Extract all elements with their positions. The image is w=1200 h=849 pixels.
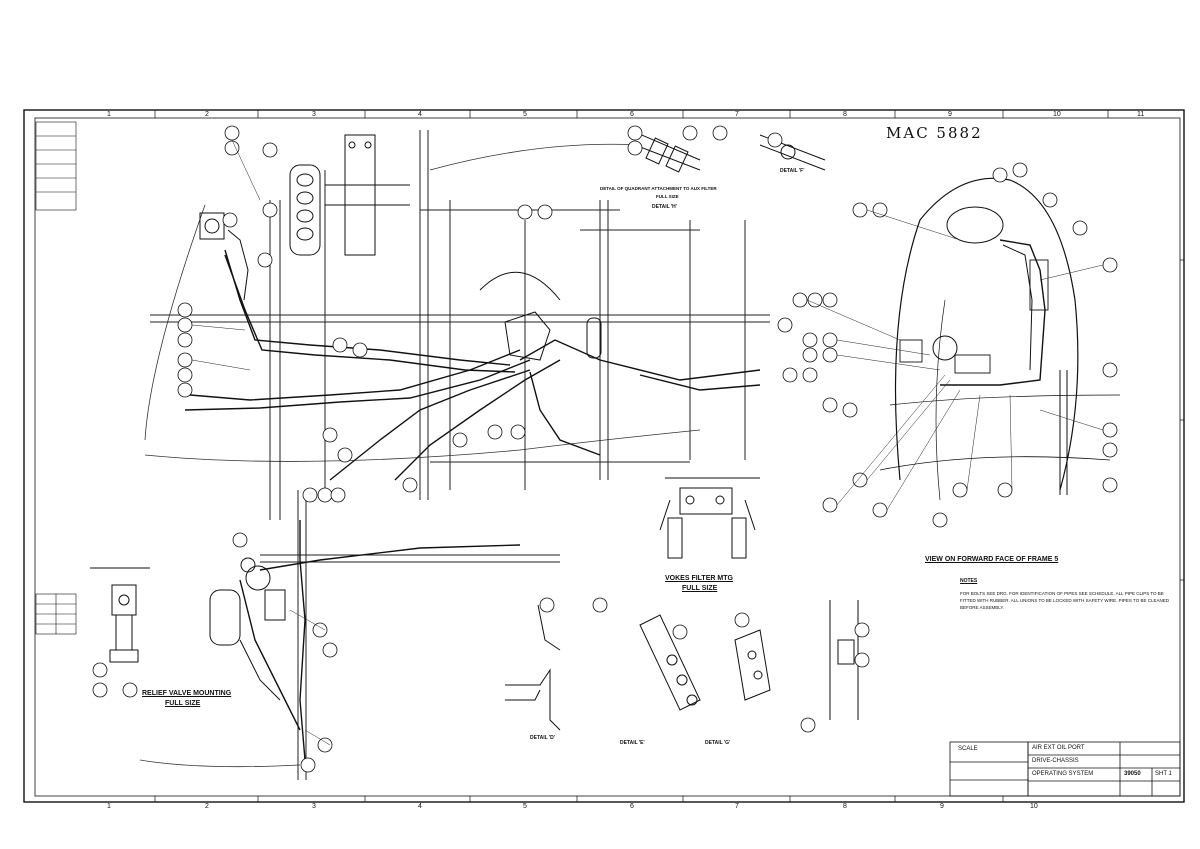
view-size-vokes-filter: FULL SIZE [682,585,718,592]
stringers [150,209,770,563]
detail-label-d: DETAIL 'D' [530,735,555,741]
sheet-abbrev: SHT 1 [1155,771,1172,777]
view-size-relief-valve: FULL SIZE [165,700,201,707]
view-title-forward-face: VIEW ON FORWARD FACE OF FRAME 5 [925,556,1059,563]
grid-col-bottom-4: 4 [418,803,422,810]
title-line-3: OPERATING SYSTEM [1032,771,1094,777]
bracket-details [505,600,859,731]
notes-body: FOR BOLTS SEE DRG. FOR IDENTIFICATION OF… [960,591,1169,610]
fuselage-outline [139,143,701,768]
pump-assembly [199,134,410,301]
gearbox-assembly [209,557,286,701]
detail-label-e: DETAIL 'E' [620,740,645,746]
reference-balloons [92,125,1118,773]
detail-label-h: DETAIL 'H' [652,204,677,210]
grid-col-top-5: 5 [523,111,527,118]
detail-label-g: DETAIL 'G' [705,740,731,746]
grid-col-top-11: 11 [1137,111,1145,118]
relief-valve [90,567,150,663]
title-line-2: DRIVE-CHASSIS [1032,758,1079,764]
scale-label: SCALE [958,746,978,752]
grid-col-bottom-1: 1 [107,803,111,810]
valve-block [479,129,826,361]
grid-col-top-7: 7 [735,111,739,118]
grid-col-bottom-9: 9 [940,803,944,810]
grid-col-top-6: 6 [630,111,634,118]
grid-col-bottom-5: 5 [523,803,527,810]
sheet-border [23,109,1185,803]
grid-col-bottom-6: 6 [630,803,634,810]
notes-heading: NOTES [960,578,978,584]
grid-col-top-10: 10 [1053,111,1061,118]
grid-col-top-3: 3 [312,111,316,118]
grid-col-top-4: 4 [418,111,422,118]
grid-col-bottom-7: 7 [735,803,739,810]
title-line-1: AIR EXT OIL PORT [1032,745,1085,751]
view-title-relief-valve: RELIEF VALVE MOUNTING [142,690,232,697]
grid-col-bottom-3: 3 [312,803,316,810]
title-block-frame [949,741,1181,797]
grid-ticks [154,110,1184,802]
detail-size-quadrant: FULL SIZE [656,194,679,199]
vokes-filter [659,477,760,559]
grid-col-bottom-2: 2 [205,803,209,810]
leader-lines [191,139,1104,746]
view-title-vokes-filter: VOKES FILTER MTG [665,575,733,582]
grid-col-bottom-8: 8 [843,803,847,810]
grid-col-top-2: 2 [205,111,209,118]
sheet-reference: 39050 [1124,771,1141,777]
grid-col-bottom-10: 10 [1030,803,1038,810]
grid-col-top-8: 8 [843,111,847,118]
drawing-number: MAC 5882 [886,124,983,142]
detail-label-f: DETAIL 'F' [780,168,805,174]
frame-5-view [879,177,1121,501]
grid-col-top-1: 1 [107,111,111,118]
revision-block [35,121,77,635]
pipe-runs [184,249,761,761]
grid-col-top-9: 9 [948,111,952,118]
detail-title-quadrant: DETAIL OF QUADRANT ATTACHMENT TO AUX FIL… [600,186,717,191]
